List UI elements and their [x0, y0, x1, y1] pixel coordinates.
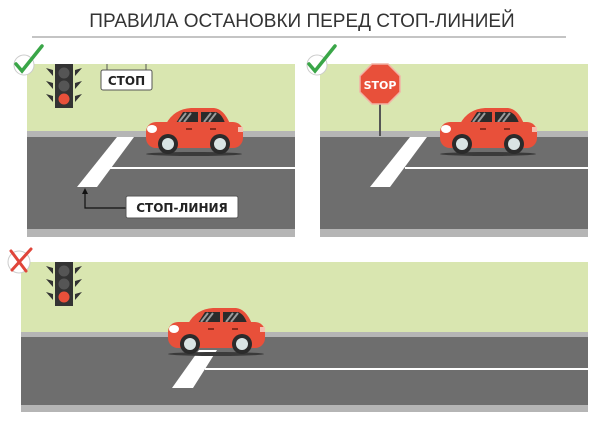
stop-sign-board [100, 69, 153, 91]
callout-box [125, 195, 239, 219]
stop-sign-icon [359, 63, 401, 105]
stop-line [370, 137, 427, 187]
stop-line [172, 350, 217, 388]
panel-traffic-light-correct: СТОП СТОП-ЛИНИЯ [13, 44, 295, 237]
checkmark-icon [13, 44, 44, 76]
checkmark-icon [306, 44, 337, 76]
stop-sign-label: STOP [364, 79, 397, 92]
stop-sign-label: СТОП [108, 74, 145, 88]
callout-label: СТОП-ЛИНИЯ [136, 201, 228, 215]
stop-line [77, 137, 134, 187]
panel-stop-sign-correct: STOP [306, 44, 588, 237]
cross-icon [7, 247, 33, 274]
callout-arrow [84, 190, 126, 209]
panel-traffic-light-wrong [7, 247, 588, 412]
page-title: ПРАВИЛА ОСТАНОВКИ ПЕРЕД СТОП-ЛИНИЕЙ [89, 10, 514, 32]
